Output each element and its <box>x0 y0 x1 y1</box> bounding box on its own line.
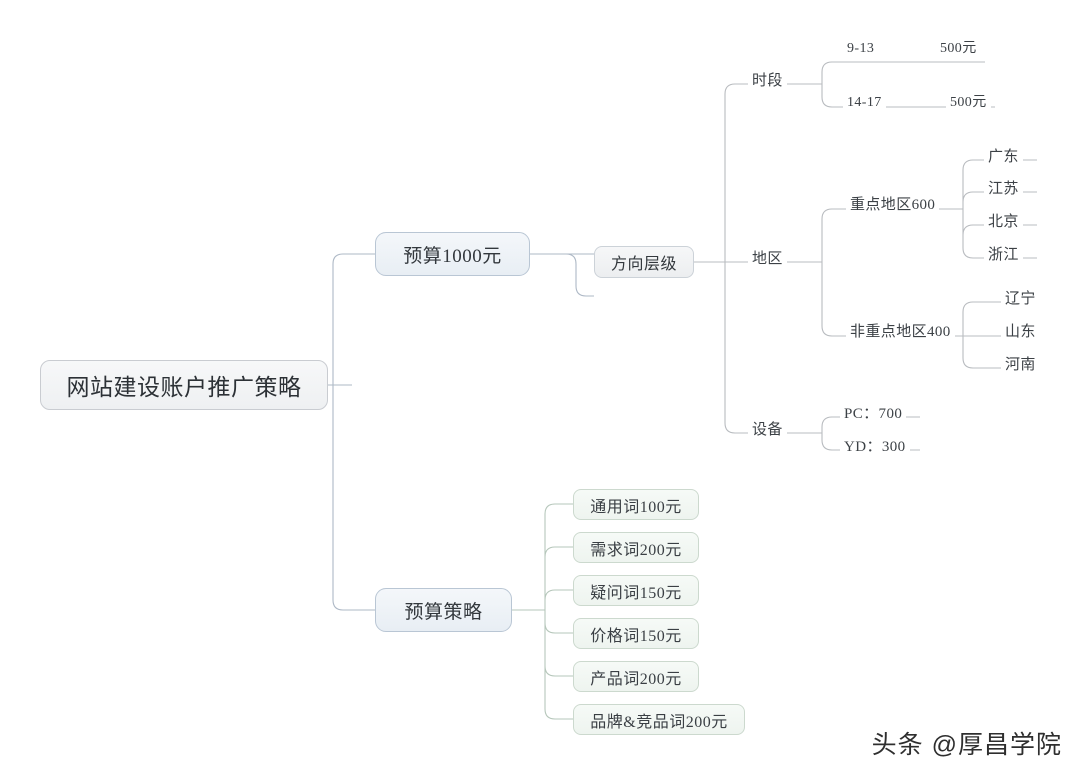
node-budget-strategy-label: 预算策略 <box>404 601 483 623</box>
node-keyword-general-label: 通用词100元 <box>590 498 682 516</box>
node-budget-1000-label: 预算1000元 <box>403 245 502 267</box>
label-region-henan[interactable]: 河南 <box>1001 358 1040 373</box>
node-keyword-product-label: 产品词200元 <box>590 670 682 688</box>
node-keyword-question-label: 疑问词150元 <box>590 584 682 602</box>
node-direction-level[interactable]: 方向层级 <box>594 246 694 278</box>
label-region-shandong[interactable]: 山东 <box>1001 325 1040 340</box>
label-shiduan[interactable]: 时段 <box>748 74 787 89</box>
label-nonkey-regions[interactable]: 非重点地区400 <box>846 325 955 340</box>
connector-budget-to-direction <box>530 253 594 297</box>
node-keyword-brand-competitor[interactable]: 品牌&竞品词200元 <box>573 704 745 735</box>
connector-direction-to-shiduan <box>724 83 822 262</box>
node-budget-1000[interactable]: 预算1000元 <box>375 232 530 276</box>
node-budget-strategy[interactable]: 预算策略 <box>375 588 512 632</box>
label-region-jiangsu[interactable]: 江苏 <box>984 182 1023 197</box>
node-keyword-demand[interactable]: 需求词200元 <box>573 532 699 563</box>
label-region-guangdong[interactable]: 广东 <box>984 150 1023 165</box>
connector-diqu-branch <box>821 208 963 337</box>
node-keyword-price-label: 价格词150元 <box>590 627 682 645</box>
label-timeslot-9-13-value[interactable]: 500元 <box>936 42 981 56</box>
connector-shebei-leaves <box>821 416 920 451</box>
label-region-zhejiang[interactable]: 浙江 <box>984 248 1023 263</box>
node-keyword-demand-label: 需求词200元 <box>590 541 682 559</box>
label-region-beijing[interactable]: 北京 <box>984 215 1023 230</box>
node-keyword-general[interactable]: 通用词100元 <box>573 489 699 520</box>
label-timeslot-14-17-value[interactable]: 500元 <box>946 96 991 110</box>
node-keyword-brand-competitor-label: 品牌&竞品词200元 <box>590 713 728 731</box>
label-timeslot-9-13[interactable]: 9-13 <box>843 42 879 56</box>
node-direction-level-label: 方向层级 <box>610 256 677 273</box>
connector-strategy-leaves <box>544 503 573 720</box>
node-keyword-price[interactable]: 价格词150元 <box>573 618 699 649</box>
watermark: 头条 @厚昌学院 <box>871 731 1062 759</box>
label-key-regions[interactable]: 重点地区600 <box>846 198 940 213</box>
node-keyword-product[interactable]: 产品词200元 <box>573 661 699 692</box>
connector-root-to-strategy <box>332 384 375 611</box>
label-shebei[interactable]: 设备 <box>748 423 787 438</box>
label-timeslot-14-17[interactable]: 14-17 <box>843 96 886 110</box>
connector-direction-to-shebei <box>724 262 822 434</box>
node-root[interactable]: 网站建设账户推广策略 <box>40 360 328 410</box>
node-keyword-question[interactable]: 疑问词150元 <box>573 575 699 606</box>
label-diqu[interactable]: 地区 <box>748 252 787 267</box>
label-region-liaoning[interactable]: 辽宁 <box>1001 292 1040 307</box>
label-device-pc[interactable]: PC：700 <box>840 407 907 422</box>
label-device-yd[interactable]: YD：300 <box>840 440 910 455</box>
connector-key-regions-leaves <box>962 159 1037 259</box>
connector-root-to-budget <box>332 253 375 386</box>
connector-shiduan-branch <box>821 61 845 108</box>
node-root-label: 网站建设账户推广策略 <box>66 375 302 400</box>
